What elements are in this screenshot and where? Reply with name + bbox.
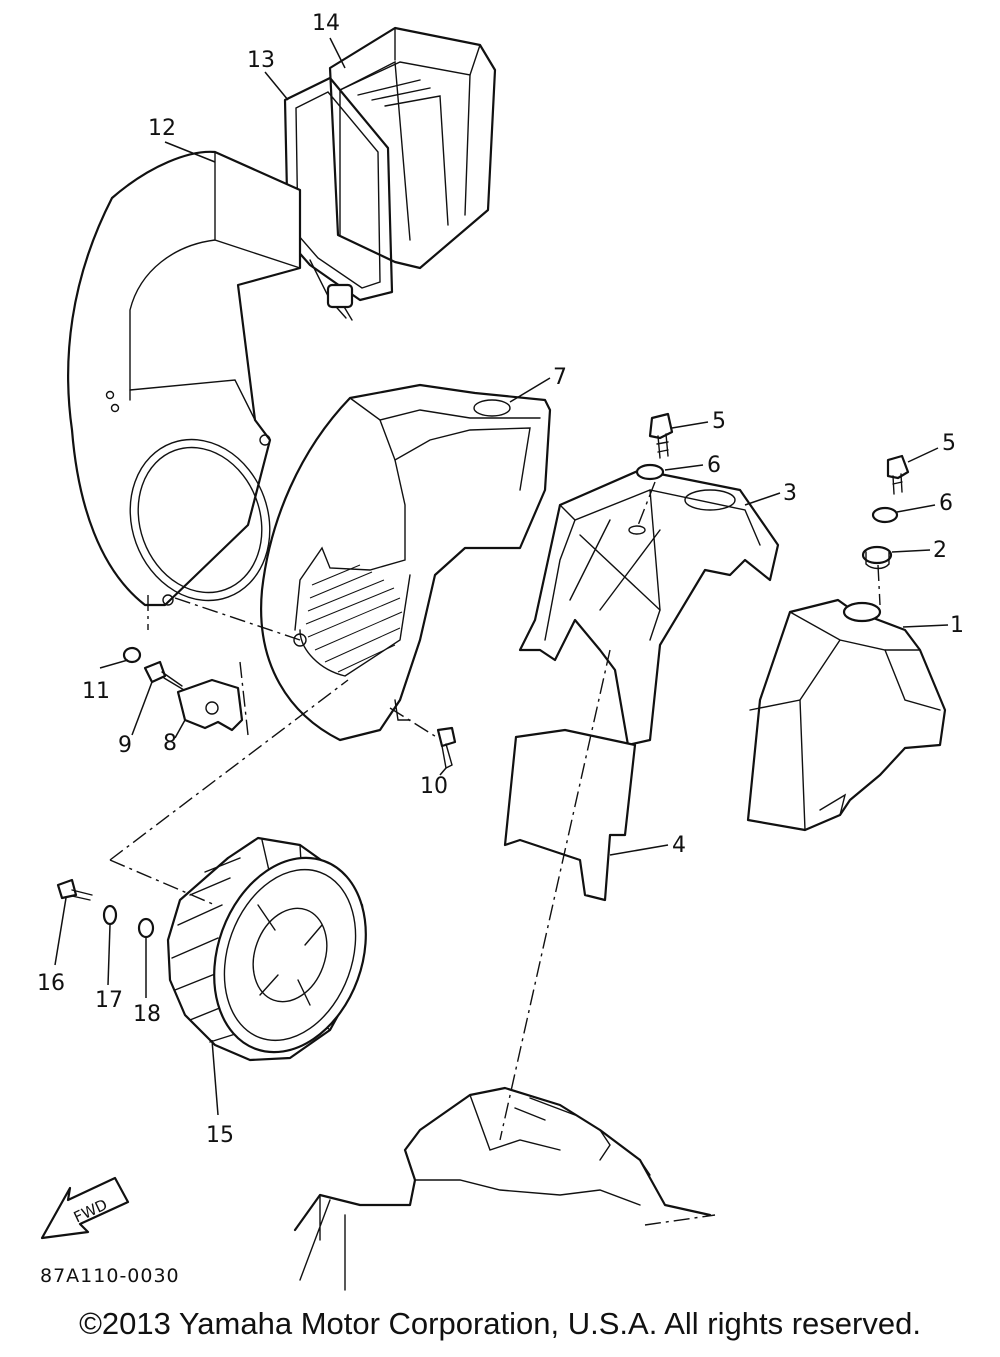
washer-6-right <box>871 506 899 524</box>
callout-8: 8 <box>163 731 177 756</box>
bracket <box>518 468 780 747</box>
cover-plate <box>503 728 637 902</box>
bolt-16 <box>56 878 93 901</box>
callout-5-upper: 5 <box>712 409 726 434</box>
bolt-9 <box>143 660 185 691</box>
cylinder-shroud <box>260 383 552 742</box>
nut-11 <box>122 646 142 664</box>
cooling-fan <box>166 836 367 1062</box>
callout-16: 16 <box>37 971 65 996</box>
callout-15: 15 <box>206 1123 234 1148</box>
bolt-5-upper <box>648 412 674 459</box>
callout-18: 18 <box>133 1002 161 1027</box>
leader-lines <box>54 37 949 1116</box>
callout-17: 17 <box>95 988 123 1013</box>
callout-6-upper: 6 <box>707 453 721 478</box>
callout-3: 3 <box>783 481 797 506</box>
grommet-2 <box>861 545 893 570</box>
callout-7: 7 <box>553 365 567 390</box>
copyright-notice: ©2013 Yamaha Motor Corporation, U.S.A. A… <box>79 1306 921 1341</box>
air-filter-box <box>328 26 497 270</box>
callout-14: 14 <box>312 11 340 36</box>
fan-shroud-duct <box>67 150 302 607</box>
callout-13: 13 <box>247 48 275 73</box>
callout-2: 2 <box>933 538 947 563</box>
washer-6-upper <box>635 463 665 481</box>
callout-11: 11 <box>82 679 110 704</box>
nut-18 <box>137 917 155 939</box>
callout-12: 12 <box>148 116 176 141</box>
callout-6-right: 6 <box>939 491 953 516</box>
bolt-10 <box>436 726 457 769</box>
air-intake-box <box>746 598 947 832</box>
exploded-parts-diagram: 1 2 3 4 5 5 6 6 7 8 9 10 11 12 13 14 15 … <box>37 11 964 1291</box>
bolt-5-right <box>886 454 910 495</box>
engine-cylinder <box>293 1086 712 1291</box>
callout-5-right: 5 <box>942 431 956 456</box>
diagram-code: 87A110-0030 <box>40 1265 180 1287</box>
callout-4: 4 <box>672 833 686 858</box>
forward-direction-arrow: FWD <box>40 1176 130 1240</box>
callout-9: 9 <box>118 733 132 758</box>
shroud-vent-hatching <box>305 564 403 673</box>
callout-1: 1 <box>950 613 964 638</box>
callout-numbers: 1 2 3 4 5 5 6 6 7 8 9 10 11 12 13 14 15 … <box>37 11 964 1148</box>
clamp-8 <box>176 678 244 732</box>
washer-17 <box>102 904 118 926</box>
callout-10: 10 <box>420 774 448 799</box>
alignment-lines <box>109 481 881 1226</box>
